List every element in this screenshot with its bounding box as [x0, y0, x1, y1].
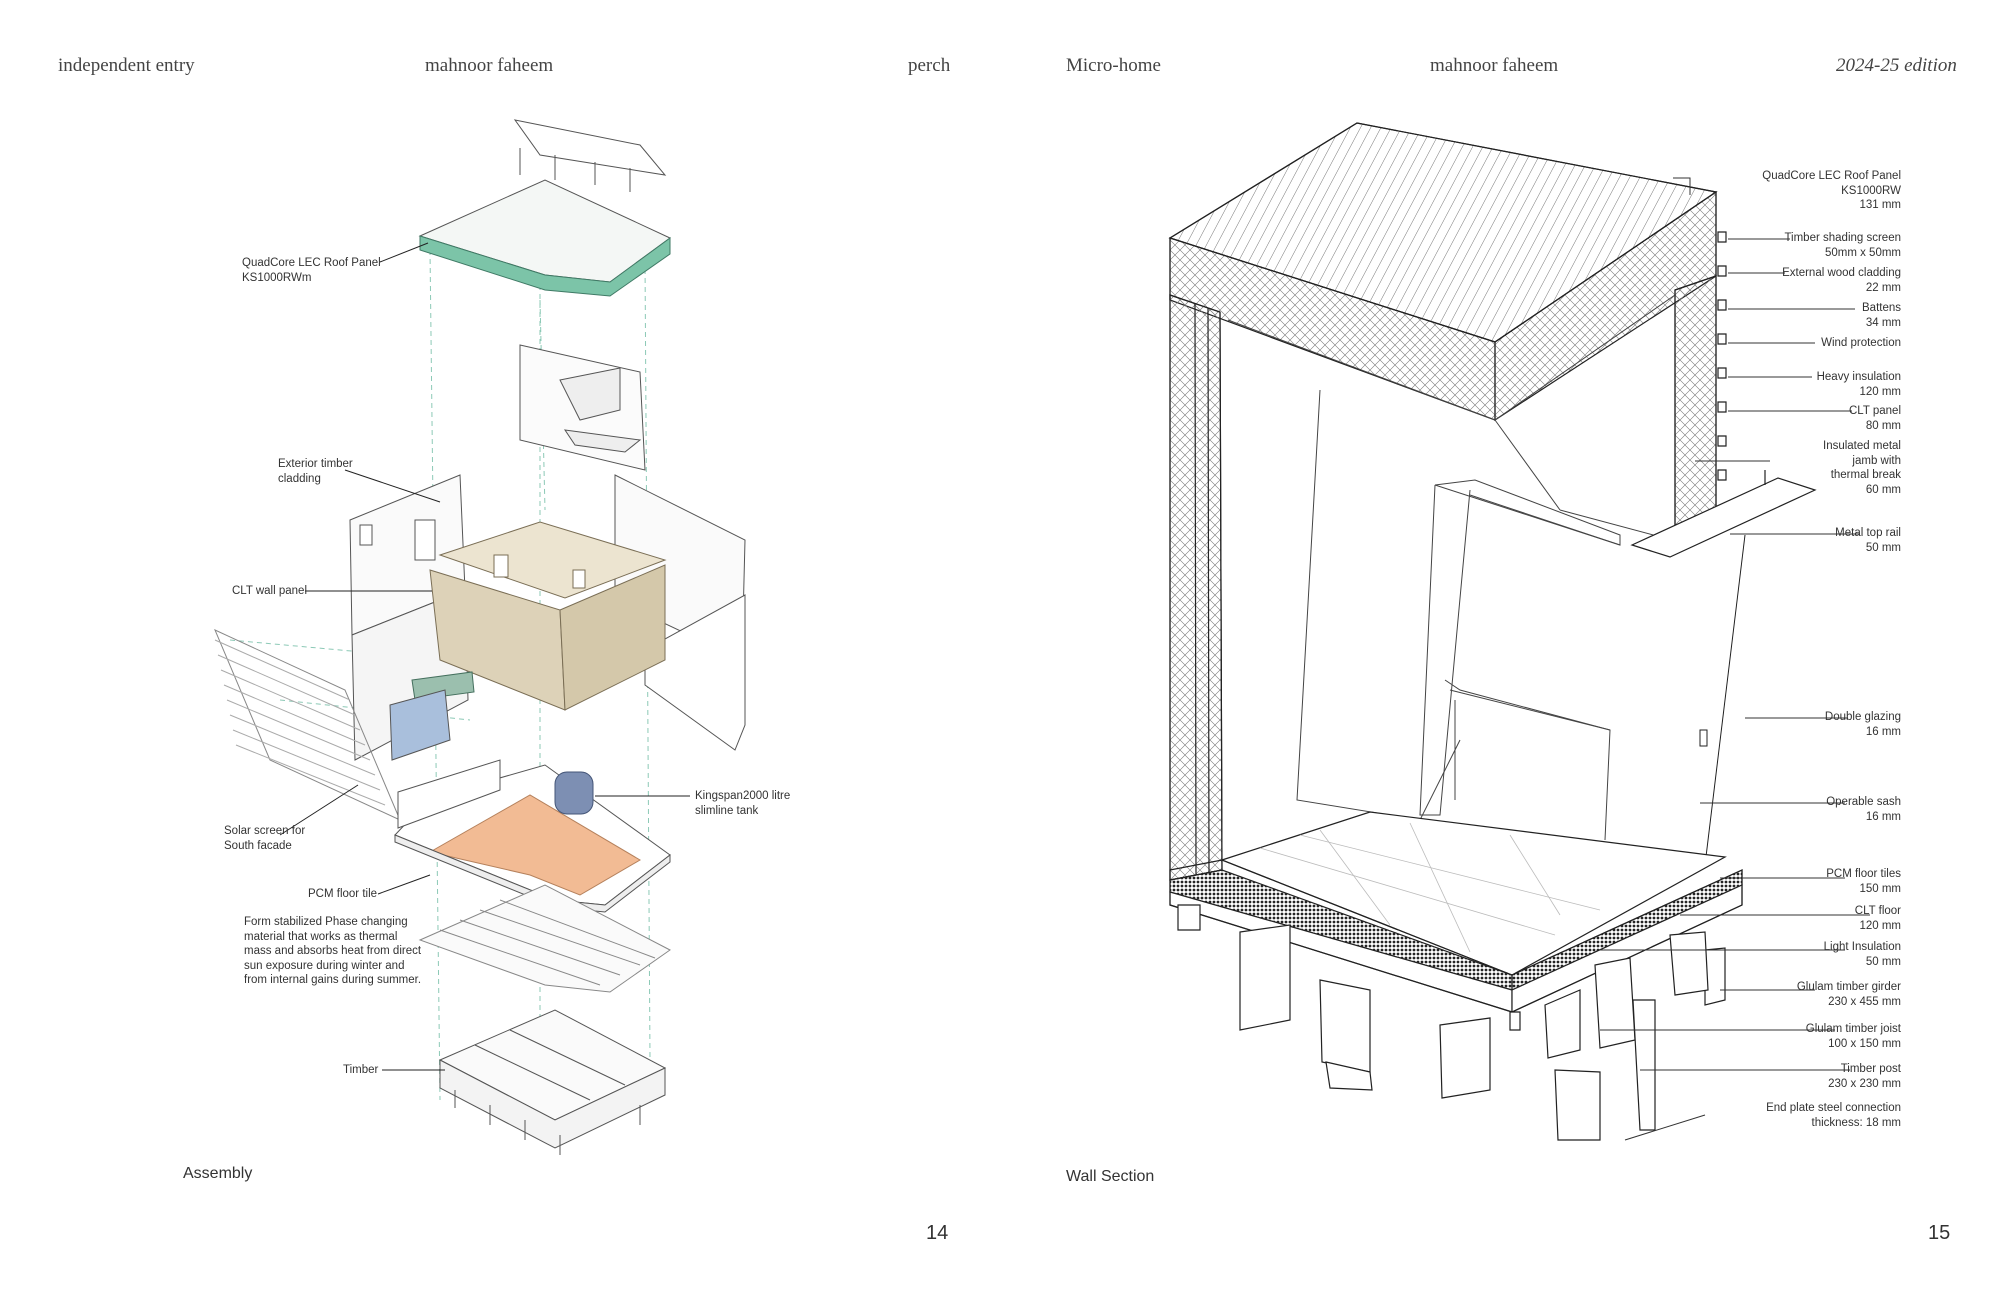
- label-wind-protection: Wind protection: [1821, 337, 1901, 349]
- clt-core: [430, 522, 665, 710]
- interior: [1228, 295, 1745, 865]
- roof-screen-frame: [515, 120, 665, 192]
- timber-base: [440, 1010, 665, 1155]
- label-timber: Timber: [343, 1064, 379, 1076]
- floor-joists: [420, 885, 670, 992]
- window-module: [390, 672, 474, 760]
- pcm-floor: [395, 760, 670, 912]
- shading-screen: [1718, 232, 1726, 480]
- right-wall: [1675, 276, 1716, 540]
- header-author: mahnoor faheem: [1430, 55, 1559, 76]
- header-right: perch: [908, 55, 951, 76]
- roof-panel: [420, 180, 670, 296]
- figure-caption-assembly: Assembly: [183, 1165, 253, 1182]
- label-clt-wall-panel: CLT wall panel: [232, 585, 308, 597]
- page-number-left: 14: [926, 1222, 949, 1244]
- exploded-assembly-diagram: [0, 0, 1000, 1294]
- header-author: mahnoor faheem: [425, 55, 554, 76]
- leader-lines: [280, 243, 690, 1070]
- upper-module: [520, 345, 645, 470]
- left-page: independent entry mahnoor faheem perch: [0, 0, 1000, 1294]
- label-pcm-floor-tile: PCM floor tile: [308, 888, 378, 900]
- leader-lines: [1600, 178, 1870, 1140]
- substructure: [1178, 905, 1725, 1140]
- wall-section-diagram: [1000, 0, 2000, 1294]
- floor-slab: [1170, 812, 1742, 1012]
- roof-volume: [1170, 123, 1716, 420]
- metal-top-rail: [1632, 470, 1815, 557]
- figure-caption-wall-section: Wall Section: [1066, 1168, 1155, 1185]
- left-wall: [1170, 295, 1222, 880]
- page-number-right: 15: [1928, 1222, 1951, 1244]
- header-edition: 2024-25 edition: [1836, 55, 1957, 76]
- right-page: Micro-home mahnoor faheem 2024-25 editio…: [1000, 0, 2000, 1294]
- header-left: Micro-home: [1066, 55, 1161, 76]
- header-left: independent entry: [58, 55, 195, 76]
